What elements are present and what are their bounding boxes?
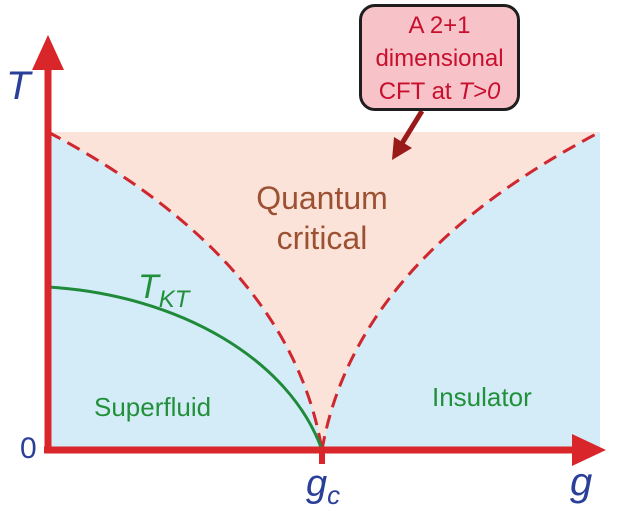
critical-point-label: gc (306, 463, 340, 508)
x-axis-arrow (572, 434, 606, 466)
callout-arrow-line (398, 109, 425, 147)
left-crossover-line (47, 130, 324, 451)
insulator-label: Insulator (432, 382, 532, 412)
critical-point-subscript: c (327, 480, 341, 510)
kt-curve-label: TKT (138, 268, 189, 312)
x-axis-label: g (570, 460, 593, 504)
kt-label-base: T (138, 268, 159, 306)
quantum-critical-line-1: Quantum (256, 180, 388, 216)
quantum-critical-region (48, 132, 600, 450)
callout-line-2: dimensional (375, 45, 504, 72)
quantum-critical-line-2: critical (276, 220, 368, 256)
quantum-critical-label: Quantum critical (222, 178, 422, 258)
callout-line-3-var: T>0 (458, 78, 501, 105)
kt-label-subscript: KT (158, 286, 190, 313)
kt-transition-curve (47, 285, 324, 451)
superfluid-label: Superfluid (94, 392, 212, 422)
right-crossover-line (320, 130, 601, 451)
callout-line-1: A 2+1 (408, 12, 471, 39)
critical-point-base: g (306, 463, 328, 505)
y-axis-label: T (6, 64, 31, 108)
y-axis-arrow (32, 35, 64, 70)
origin-label: 0 (20, 432, 37, 465)
callout-line-3-prefix: CFT at (378, 78, 459, 105)
cft-callout-box: A 2+1 dimensional CFT at T>0 (359, 4, 520, 111)
callout-line-3: CFT at T>0 (362, 75, 517, 108)
callout-arrow-head (392, 137, 412, 160)
